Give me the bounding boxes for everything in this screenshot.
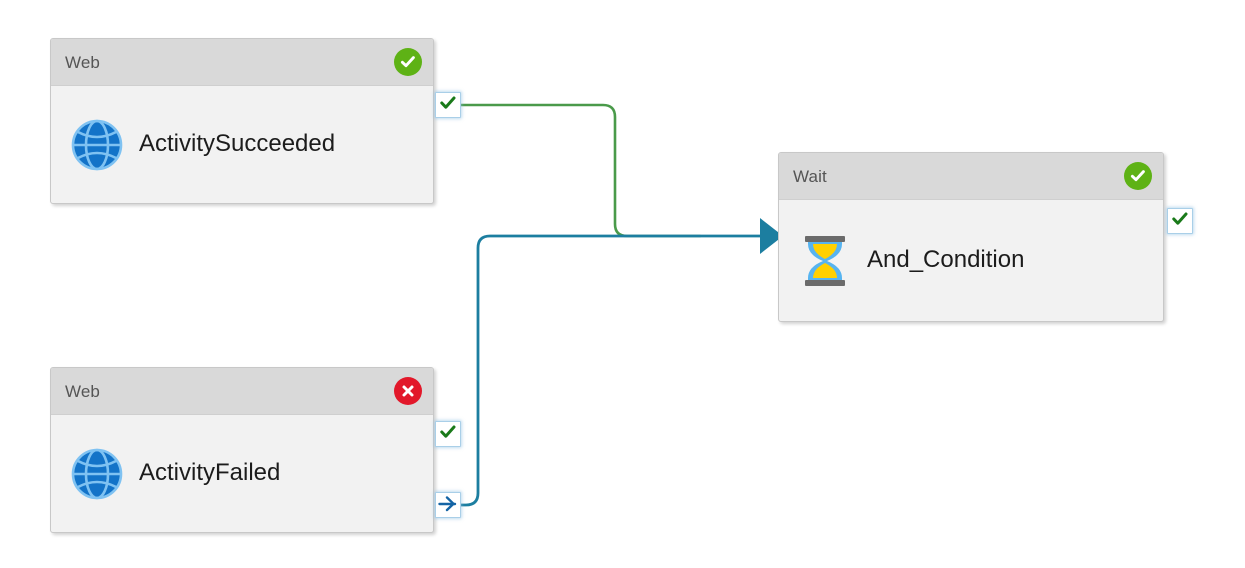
arrow-right-icon (438, 494, 458, 517)
success-check-icon (1124, 162, 1152, 190)
hourglass-icon (797, 233, 853, 289)
port-wait-out-success[interactable] (1167, 208, 1193, 234)
node-header: Web (51, 39, 433, 86)
node-activity-succeeded[interactable]: Web Activit (50, 38, 434, 204)
node-type-label: Web (65, 52, 100, 72)
node-type-label: Wait (793, 166, 827, 186)
globe-icon (69, 117, 125, 173)
node-header: Wait (779, 153, 1163, 200)
success-check-icon (394, 48, 422, 76)
node-name-label: ActivityFailed (139, 459, 281, 487)
port-succeeded-out-success[interactable] (435, 92, 461, 118)
error-cross-icon (394, 377, 422, 405)
check-icon (439, 94, 457, 117)
check-icon (439, 423, 457, 446)
node-and-condition[interactable]: Wait And_Condition (778, 152, 1164, 322)
node-body: ActivitySucceeded (51, 86, 433, 203)
connector-failed-to-wait (459, 234, 764, 507)
connector-succeeded-to-wait (459, 103, 702, 238)
node-name-label: ActivitySucceeded (139, 130, 336, 158)
check-icon (1171, 210, 1189, 233)
node-body: ActivityFailed (51, 415, 433, 532)
globe-icon (69, 446, 125, 502)
node-body: And_Condition (779, 200, 1163, 321)
port-failed-out-next[interactable] (435, 492, 461, 518)
node-header: Web (51, 368, 433, 415)
node-name-label: And_Condition (867, 246, 1025, 274)
node-activity-failed[interactable]: Web (50, 367, 434, 533)
node-type-label: Web (65, 381, 100, 401)
port-failed-out-success[interactable] (435, 421, 461, 447)
